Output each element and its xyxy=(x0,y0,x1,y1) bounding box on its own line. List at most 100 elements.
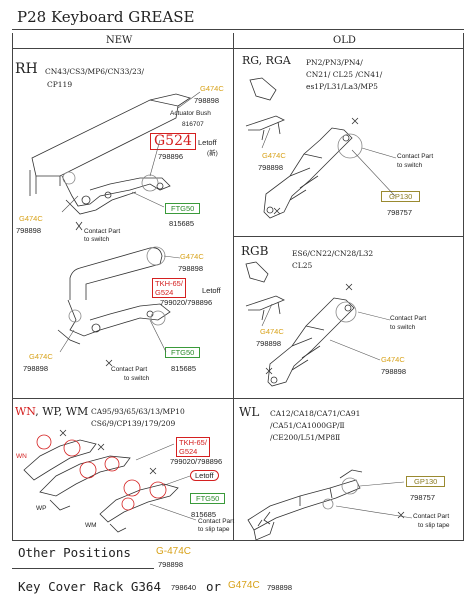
rh-g474c-top-num: 798898 xyxy=(194,96,220,105)
rh-tkh-g524: G524 xyxy=(155,288,174,297)
wn-heading-wn: WN xyxy=(15,405,36,418)
rh-letoff-b: Letoff xyxy=(202,286,221,295)
wl-models-2: /CA51/CA1000GP/Ⅱ xyxy=(270,421,345,430)
rh-tkh-box: TKH-65/ G524 xyxy=(152,278,186,298)
rg-gp130: GP130 xyxy=(381,191,421,202)
wn-ftg50-num: 815685 xyxy=(191,510,217,519)
page-title: P28 Keyboard GREASE xyxy=(17,8,195,26)
rgb-models-1: ES6/CN22/CN28/L32 xyxy=(292,249,374,258)
grid-row2 xyxy=(12,398,464,399)
rh-models-1: CN43/CS3/MP6/CN33/23/ xyxy=(45,67,145,76)
other-positions-label: Other Positions xyxy=(18,545,131,560)
wn-models-1: CA95/93/65/63/13/MP10 xyxy=(91,407,185,416)
rh-ftg50-b-num: 815685 xyxy=(171,364,197,373)
rh-g474c-left-num: 798898 xyxy=(16,226,42,235)
rgb-g474c-a: G474C xyxy=(260,327,284,336)
wn-heading-rest: , WP, WM xyxy=(35,405,89,418)
wl-to-slip: to slip tape xyxy=(418,522,450,529)
rh-contact-b: Contact Part xyxy=(111,366,148,373)
rh-tkh-label: TKH-65/ xyxy=(155,279,183,288)
rg-g474c: G474C xyxy=(262,151,286,160)
rh-g474c-left: G474C xyxy=(19,214,43,223)
rh-g474c-lower-num: 798898 xyxy=(23,364,49,373)
key-cover-or: or xyxy=(206,579,222,594)
rgb-g474c-b-num: 798898 xyxy=(381,367,407,376)
wn-label-wm: WM xyxy=(85,522,97,529)
grid-left xyxy=(12,33,13,541)
other-underline xyxy=(12,568,154,569)
rh-new-mark: (新) xyxy=(207,150,218,157)
key-cover-code: G474C xyxy=(228,580,260,591)
wl-models-3: /CE200/L51/MP8Ⅱ xyxy=(270,433,341,442)
grid-row1 xyxy=(233,236,464,237)
wl-gp130: GP130 xyxy=(406,476,446,487)
rgb-g474c-a-num: 798898 xyxy=(256,339,282,348)
grid-bottom xyxy=(12,540,464,541)
wn-tkh-box: TKH-65/ G524 xyxy=(176,437,210,457)
grid-center xyxy=(233,33,234,541)
wn-tkh-label: TKH-65/ xyxy=(179,438,207,447)
wn-label-wn: WN xyxy=(16,453,27,460)
title-underline xyxy=(12,29,464,30)
rh-g524-box: G524 xyxy=(150,133,196,150)
rh-letoff: Letoff xyxy=(198,138,217,147)
key-cover-num1: 798640 xyxy=(171,583,197,592)
rh-g474c-mid: G474C xyxy=(180,252,204,261)
rg-models-2: CN21/ CL25 /CN41/ xyxy=(306,70,383,79)
rgb-g474c-b: G474C xyxy=(381,355,405,364)
wn-to-slip: to slip tape xyxy=(198,526,230,533)
wl-heading: WL xyxy=(239,405,260,419)
wn-label-wp: WP xyxy=(36,505,47,512)
column-header-new: NEW xyxy=(106,35,133,46)
rh-g524-num: 798896 xyxy=(158,152,184,161)
rg-gp130-num: 798757 xyxy=(387,208,413,217)
rg-contact: Contact Part xyxy=(397,153,434,160)
rh-g474c-lower: G474C xyxy=(29,352,53,361)
rh-g474c-top: G474C xyxy=(200,84,224,93)
rh-actuator-num: 816707 xyxy=(182,121,204,128)
rh-ftg50-num: 815685 xyxy=(169,219,195,228)
rh-to-switch: to switch xyxy=(84,236,110,243)
wl-gp130-num: 798757 xyxy=(410,493,436,502)
grid-top xyxy=(12,48,464,49)
wl-contact: Contact Part xyxy=(413,513,450,520)
wn-letoff: Letoff xyxy=(190,470,219,481)
wn-models-2: CS6/9/CP139/179/209 xyxy=(91,419,176,428)
rh-g474c-mid-num: 798898 xyxy=(178,264,204,273)
wn-heading: WN, WP, WM xyxy=(15,405,88,418)
rg-g474c-num: 798898 xyxy=(258,163,284,172)
rh-ftg50: FTG50 xyxy=(165,203,201,214)
rh-to-switch-b: to switch xyxy=(124,375,150,382)
wn-tkh-g524: G524 xyxy=(179,447,198,456)
rh-contact: Contact Part xyxy=(84,228,121,235)
rgb-to-switch: to switch xyxy=(390,324,416,331)
rh-actuator-bush: Actuator Bush xyxy=(170,110,211,117)
rg-to-switch: to switch xyxy=(397,162,423,169)
rh-ftg50-b: FTG50 xyxy=(165,347,201,358)
key-cover-label: Key Cover Rack G364 xyxy=(18,579,161,594)
rh-heading: RH xyxy=(15,61,38,77)
rg-models-3: es1P/L31/La3/MP5 xyxy=(306,82,378,91)
other-positions-num: 798898 xyxy=(158,560,184,569)
column-header-old: OLD xyxy=(333,35,356,46)
wn-contact: Contact Part xyxy=(198,518,235,525)
rg-models-1: PN2/PN3/PN4/ xyxy=(306,58,363,67)
rh-tkh-num: 799020/798896 xyxy=(160,298,213,307)
wn-ftg50: FTG50 xyxy=(190,493,226,504)
other-positions-code: G-474C xyxy=(156,546,192,557)
key-cover-num2: 798898 xyxy=(267,583,293,592)
rgb-heading: RGB xyxy=(241,244,269,258)
wl-models-1: CA12/CA18/CA71/CA91 xyxy=(270,409,361,418)
grid-right xyxy=(463,33,464,541)
rh-models-2: CP119 xyxy=(47,80,73,89)
wn-tkh-num: 799020/798896 xyxy=(170,457,223,466)
rgb-models-2: CL25 xyxy=(292,261,313,270)
rg-heading: RG, RGA xyxy=(242,54,291,67)
rgb-contact: Contact Part xyxy=(390,315,427,322)
